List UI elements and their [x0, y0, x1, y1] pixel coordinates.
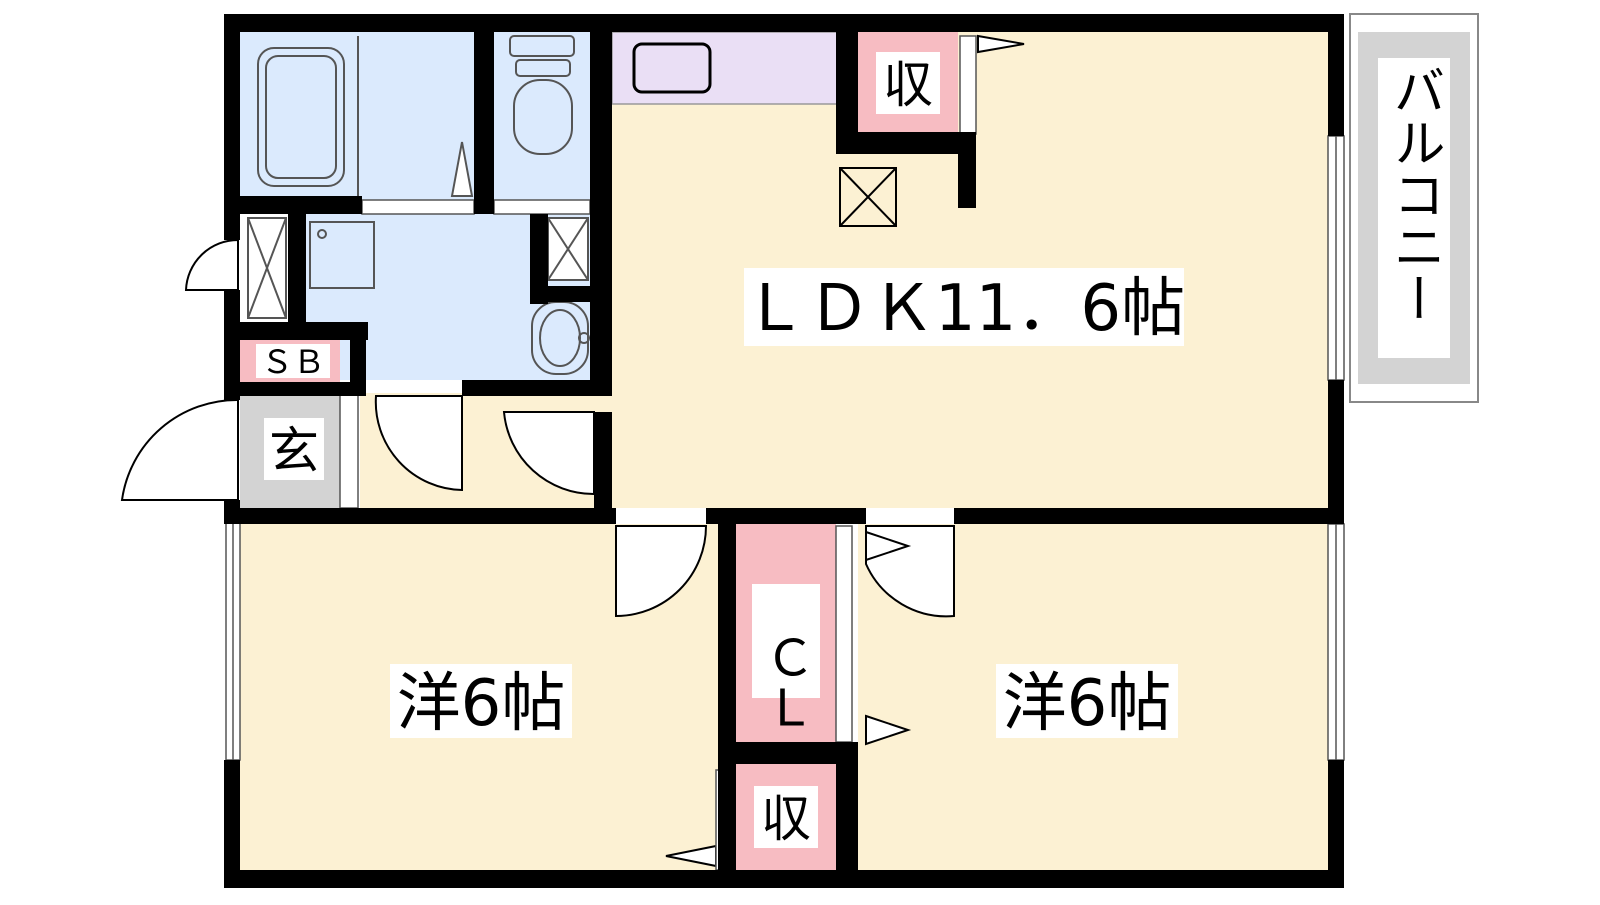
shoe-box-label: ＳＢ	[261, 343, 325, 381]
toilet-floor	[486, 32, 590, 200]
balcony-label-bg	[1378, 58, 1450, 358]
refrigerator-icon	[839, 167, 897, 227]
ldk-label: ＬＤＫ11．6帖	[743, 272, 1185, 346]
storage-shelf-icon	[247, 217, 589, 319]
sink-icon	[632, 42, 712, 94]
bath-door-icon	[450, 141, 474, 197]
western-right-label-bg	[996, 664, 1178, 738]
shoe-box-label-bg	[256, 344, 330, 378]
walls	[224, 14, 1344, 888]
western-room-right-label: 洋6帖	[1003, 667, 1172, 741]
storage-bottom-label-bg	[754, 786, 818, 848]
storage-bottom-label: 収	[761, 790, 811, 848]
entrance-label: 玄	[269, 422, 319, 480]
closet-label-bg	[752, 584, 820, 698]
ldk-label-bg	[744, 268, 1184, 346]
western-left-label-bg	[390, 664, 572, 738]
entrance-label-bg	[264, 418, 324, 480]
storage-top-label: 収	[883, 56, 933, 114]
washer-pan-icon	[309, 221, 375, 289]
western-room-left-label: 洋6帖	[397, 667, 566, 741]
closet-label: ＣＬ	[757, 632, 815, 732]
toilet-icon	[509, 35, 575, 155]
door-swings	[120, 34, 1025, 868]
balcony-label: バルコニー	[1384, 64, 1444, 324]
storage-top-label-bg	[876, 52, 940, 114]
bathtub-icon	[257, 47, 345, 187]
